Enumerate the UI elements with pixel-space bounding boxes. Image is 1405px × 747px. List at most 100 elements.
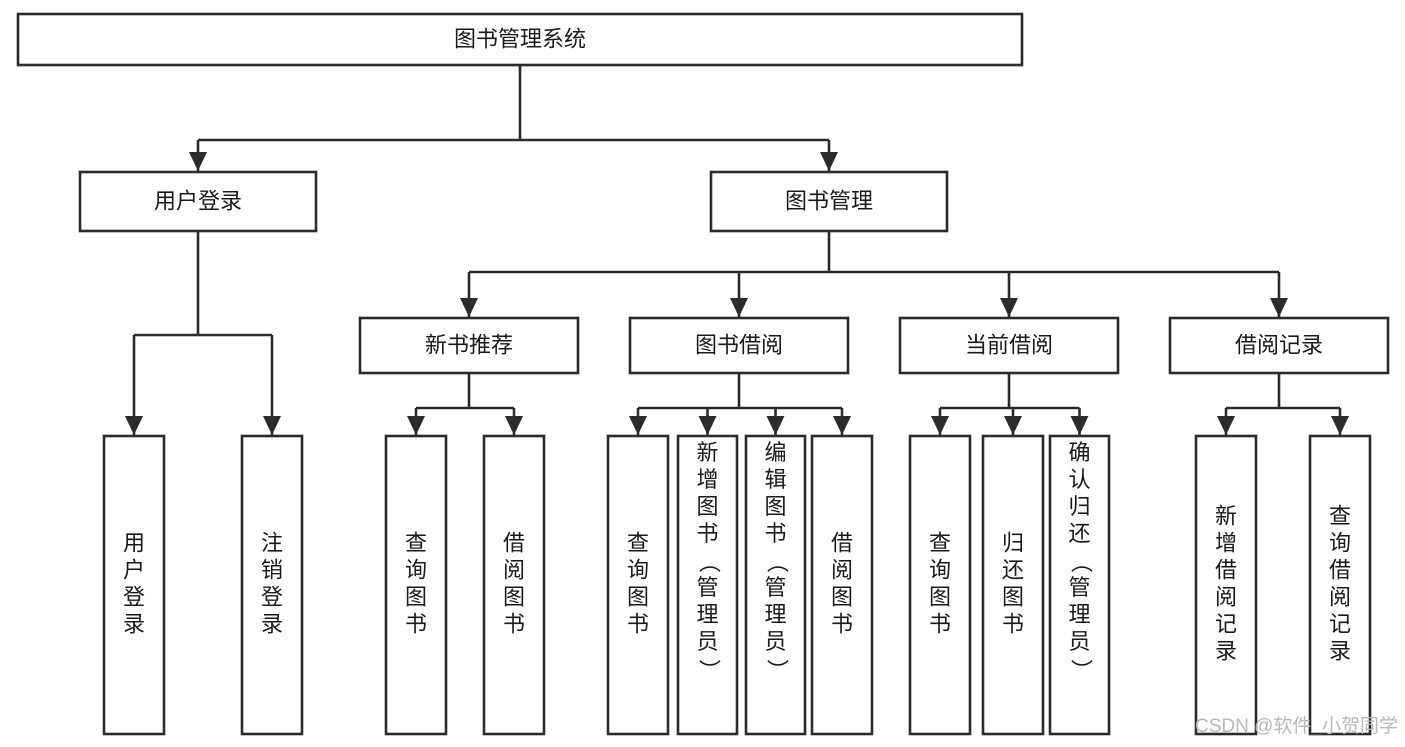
arrowhead-icon-new-book-rec: [460, 298, 478, 317]
node-box-leaf-borrow-book-2[interactable]: [810, 434, 874, 736]
node-new-book-rec[interactable]: 新书推荐: [358, 316, 580, 375]
node-label-char-leaf-edit-book-8: ）: [765, 659, 790, 681]
arrowhead-icon-leaf-add-record: [1217, 416, 1235, 435]
arrowhead-icon-leaf-return-book: [1004, 416, 1022, 435]
node-box-user-login[interactable]: [78, 170, 318, 233]
node-label-char-leaf-confirm-return-2: 归: [1068, 494, 1090, 519]
node-label-char-leaf-add-record-0: 新: [1215, 503, 1237, 528]
node-box-leaf-edit-book[interactable]: [744, 434, 807, 736]
node-box-leaf-return-book[interactable]: [981, 434, 1045, 736]
csdn-watermark: CSDN @软件_小贺同学: [1195, 715, 1398, 737]
node-label-char-leaf-confirm-return-5: 管: [1068, 575, 1090, 600]
node-label-char-leaf-add-book-5: 管: [696, 575, 718, 600]
node-box-borrow-record[interactable]: [1168, 316, 1390, 375]
edge-edge-userlogin-leaves: [125, 231, 281, 435]
node-label-char-leaf-return-book-0: 归: [1002, 530, 1024, 555]
node-label-char-leaf-add-book-1: 增: [696, 467, 718, 492]
node-label-root: 图书管理系统: [454, 26, 586, 51]
node-borrow-record[interactable]: 借阅记录: [1168, 316, 1390, 375]
node-label-char-leaf-query-book-3-1: 询: [929, 557, 951, 582]
node-box-book-manage[interactable]: [709, 170, 949, 233]
node-label-char-leaf-user-login-0: 用: [123, 530, 145, 555]
node-label-char-leaf-confirm-return-4: （: [1069, 551, 1094, 573]
node-box-leaf-query-book-1[interactable]: [384, 434, 448, 736]
node-label-char-leaf-edit-book-0: 编: [764, 440, 786, 465]
node-label-char-leaf-query-record-5: 录: [1329, 638, 1351, 663]
node-label-char-leaf-confirm-return-3: 还: [1068, 521, 1090, 546]
arrowhead-icon-leaf-query-book-2: [629, 416, 647, 435]
node-box-leaf-confirm-return[interactable]: [1048, 434, 1111, 736]
node-label-char-leaf-confirm-return-6: 理: [1068, 602, 1090, 627]
node-label-char-leaf-add-book-8: ）: [697, 659, 722, 681]
node-box-leaf-add-record[interactable]: [1194, 434, 1258, 736]
node-label-char-leaf-edit-book-4: （: [765, 551, 790, 573]
edge-edge-currentborrow-leaves: [931, 373, 1089, 435]
node-label-char-leaf-query-record-4: 记: [1329, 611, 1351, 636]
node-leaf-user-login[interactable]: 用户登录: [102, 434, 166, 736]
node-label-char-leaf-query-book-1-3: 书: [405, 611, 427, 636]
node-box-leaf-logout[interactable]: [240, 434, 304, 736]
node-label-char-leaf-return-book-2: 图: [1002, 584, 1024, 609]
node-label-char-leaf-add-book-0: 新: [696, 440, 718, 465]
node-current-borrow[interactable]: 当前借阅: [898, 316, 1120, 375]
node-user-login[interactable]: 用户登录: [78, 170, 318, 233]
node-label-char-leaf-query-record-2: 借: [1329, 557, 1351, 582]
node-box-leaf-query-book-2[interactable]: [606, 434, 670, 736]
node-label-char-leaf-add-record-5: 录: [1215, 638, 1237, 663]
node-box-leaf-user-login[interactable]: [102, 434, 166, 736]
arrowhead-icon-leaf-borrow-book-2: [833, 416, 851, 435]
node-label-char-leaf-borrow-book-1-0: 借: [503, 530, 525, 555]
node-root[interactable]: 图书管理系统: [16, 12, 1024, 67]
node-label-char-leaf-logout-1: 销: [261, 557, 283, 582]
node-box-leaf-borrow-book-1[interactable]: [482, 434, 546, 736]
node-box-new-book-rec[interactable]: [358, 316, 580, 375]
arrowhead-icon-current-borrow: [1000, 298, 1018, 317]
node-label-char-leaf-edit-book-7: 员: [764, 629, 786, 654]
node-box-leaf-query-record[interactable]: [1308, 434, 1372, 736]
node-label-char-leaf-add-record-2: 借: [1215, 557, 1237, 582]
node-book-borrow[interactable]: 图书借阅: [628, 316, 850, 375]
node-label-char-leaf-add-record-4: 记: [1215, 611, 1237, 636]
node-box-root[interactable]: [16, 12, 1024, 67]
node-box-current-borrow[interactable]: [898, 316, 1120, 375]
node-label-char-leaf-edit-book-5: 管: [764, 575, 786, 600]
node-label-char-leaf-logout-0: 注: [261, 530, 283, 555]
node-label-char-leaf-user-login-2: 登: [123, 584, 145, 609]
node-label-book-borrow: 图书借阅: [695, 332, 783, 357]
arrowhead-icon-leaf-add-book: [698, 416, 717, 435]
node-label-new-book-rec: 新书推荐: [425, 332, 513, 357]
node-label-char-leaf-borrow-book-1-1: 阅: [503, 557, 525, 582]
node-label-char-leaf-edit-book-3: 书: [764, 521, 786, 546]
node-book-manage[interactable]: 图书管理: [709, 170, 949, 233]
node-label-char-leaf-query-book-2-2: 图: [627, 584, 649, 609]
edge-edge-borrowrecord-leaves: [1217, 373, 1349, 435]
node-label-char-leaf-borrow-book-2-2: 图: [831, 584, 853, 609]
node-label-char-leaf-query-book-2-1: 询: [627, 557, 649, 582]
node-box-leaf-query-book-3[interactable]: [908, 434, 972, 736]
node-label-char-leaf-add-record-3: 阅: [1215, 584, 1237, 609]
node-label-char-leaf-query-record-1: 询: [1329, 530, 1351, 555]
arrowhead-icon-leaf-query-book-3: [931, 416, 949, 435]
node-box-book-borrow[interactable]: [628, 316, 850, 375]
node-label-char-leaf-borrow-book-2-3: 书: [831, 611, 853, 636]
arrowhead-icon-leaf-borrow-book-1: [505, 416, 523, 435]
node-label-char-leaf-confirm-return-8: ）: [1069, 659, 1094, 681]
node-label-char-leaf-edit-book-1: 辑: [764, 467, 786, 492]
node-label-char-leaf-user-login-1: 户: [123, 557, 145, 582]
node-label-char-leaf-query-record-3: 阅: [1329, 584, 1351, 609]
node-label-char-leaf-add-book-2: 图: [696, 494, 718, 519]
node-label-char-leaf-return-book-3: 书: [1002, 611, 1024, 636]
node-box-leaf-add-book[interactable]: [676, 434, 739, 736]
